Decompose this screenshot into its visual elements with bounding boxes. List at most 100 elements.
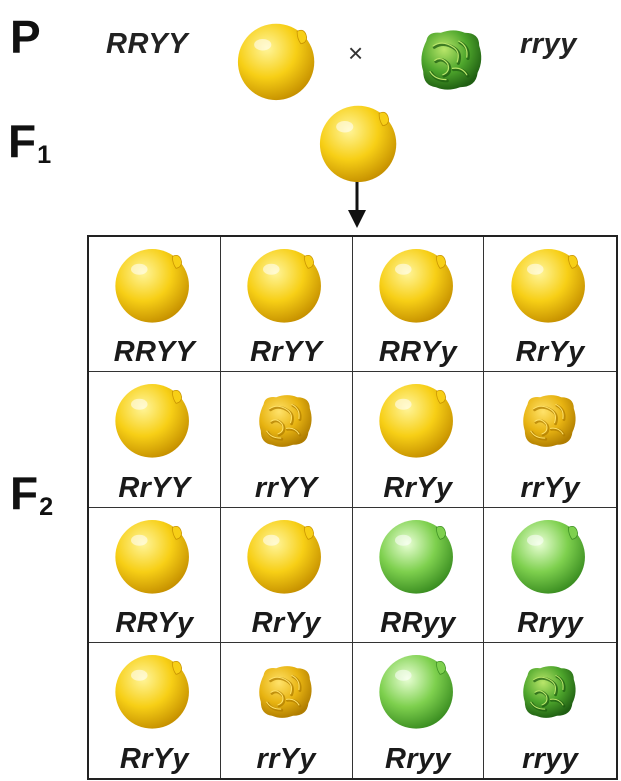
pea-wrinkle-highlight [429, 71, 447, 81]
cell-genotype: RRYY [113, 336, 195, 369]
yellow-round-pea [511, 249, 586, 323]
yellow-round-pea [115, 519, 190, 594]
pea-stem-scar [172, 660, 183, 675]
pea-wrinkle-highlight [266, 430, 282, 439]
f2-label-subscript: 2 [39, 493, 54, 522]
f2-label-base: F [10, 467, 39, 519]
cell-genotype: RRyy [380, 606, 456, 639]
pea-highlight [131, 534, 148, 546]
pea-wrinkle-highlight [458, 40, 468, 58]
cell-genotype: RrYY [250, 336, 323, 369]
green-round-pea [379, 519, 453, 594]
pea-wrinkle-highlight [555, 674, 564, 690]
cell-genotype: RRYy [115, 606, 194, 639]
pea-stem-scar [568, 525, 579, 540]
cell-genotype: Rryy [517, 606, 583, 639]
cell-genotype: rrYy [520, 471, 580, 504]
pea-wrinkle-highlight [269, 676, 293, 695]
pea-wrinkle [270, 419, 286, 437]
pea-stem-scar [172, 525, 183, 540]
pea-wrinkle-highlight [530, 701, 546, 710]
yellow-wrinkled-pea [259, 395, 312, 448]
pea-highlight [394, 534, 412, 546]
pea-highlight [394, 669, 412, 681]
down-arrow-icon [348, 182, 366, 228]
cell-genotype: rryy [522, 743, 579, 775]
pea-highlight [394, 399, 412, 411]
pea-highlight [131, 399, 148, 411]
pea-wrinkle-highlight [285, 427, 300, 435]
yellow-round-pea [247, 519, 322, 594]
pea-wrinkle [434, 58, 452, 78]
punnett-cell: rrYy [484, 372, 616, 508]
pea-body [259, 395, 312, 448]
pea-stem-scar [378, 111, 390, 127]
pea-wrinkle-highlight [533, 406, 557, 424]
punnett-cell: Rryy [484, 508, 616, 643]
pea-highlight [131, 669, 148, 681]
pea-wrinkle-highlight [434, 58, 450, 76]
pea-wrinkle-highlight [270, 690, 284, 706]
green-round-pea [379, 654, 453, 729]
pea-wrinkle-highlight [269, 406, 293, 424]
parent-pea-2 [421, 30, 482, 90]
pea-wrinkle-highlight [270, 419, 284, 435]
pea-wrinkle [534, 690, 550, 708]
parent-pea-1 [237, 23, 315, 101]
yellow-round-pea [115, 384, 190, 458]
pea-wrinkle-highlight [291, 674, 300, 690]
punnett-cell: RRYY [89, 237, 221, 373]
cell-genotype: Rryy [385, 743, 451, 775]
pea-body [523, 395, 576, 448]
pea-wrinkle-highlight [530, 430, 546, 439]
punnett-cell: RrYy [89, 642, 221, 778]
pea-wrinkle-highlight [534, 690, 548, 706]
pea-stem-scar [435, 660, 446, 675]
pea-wrinkle-highlight [291, 404, 300, 420]
pea-wrinkle-highlight [549, 427, 564, 435]
parent-genotype-1: RRYY [106, 28, 189, 60]
yellow-round-pea [115, 654, 190, 729]
punnett-cell: RRYy [352, 237, 485, 373]
pea-wrinkle-highlight [285, 698, 300, 706]
yellow-round-pea [247, 249, 322, 323]
punnett-cell: RrYY [220, 237, 353, 373]
cell-genotype: RrYy [383, 471, 453, 504]
punnett-cell: RRyy [352, 507, 485, 643]
yellow-round-pea [379, 384, 453, 458]
punnett-cell: rrYY [220, 372, 353, 508]
generation-label-p: P [10, 11, 41, 63]
cell-genotype: RRYy [378, 336, 457, 369]
pea-wrinkle-highlight [534, 419, 548, 435]
yellow-round-pea [379, 249, 453, 323]
green-wrinkled-pea [523, 665, 576, 718]
f1-label-base: F [8, 115, 37, 167]
cell-genotype: RrYy [119, 743, 189, 775]
generation-label-f1: F1 [8, 118, 51, 169]
punnett-cell: RrYy [484, 237, 616, 373]
pea-wrinkle-highlight [555, 404, 564, 420]
cell-genotype: RrYy [251, 606, 321, 639]
pea-highlight [254, 39, 272, 51]
pea-highlight [131, 263, 148, 275]
pea-wrinkle-highlight [549, 698, 564, 706]
punnett-cell: RrYy [352, 372, 485, 508]
f1-pea [319, 105, 397, 183]
punnett-cell: RrYY [89, 372, 221, 508]
yellow-wrinkled-pea [259, 665, 312, 718]
pea-highlight [394, 263, 412, 275]
pea-stem-scar [435, 390, 446, 405]
pea-highlight [527, 263, 544, 275]
yellow-wrinkled-pea [523, 395, 576, 448]
pea-stem-scar [568, 254, 579, 269]
pea-wrinkle-highlight [266, 701, 282, 710]
green-round-pea [511, 519, 586, 594]
punnett-cell: rryy [484, 643, 616, 778]
pea-wrinkle [270, 690, 286, 708]
pea-body [259, 665, 312, 718]
pea-body [421, 30, 482, 90]
generation-label-f2: F2 [10, 470, 53, 521]
punnett-cell: RrYy [220, 507, 353, 643]
pea-body [523, 665, 576, 718]
